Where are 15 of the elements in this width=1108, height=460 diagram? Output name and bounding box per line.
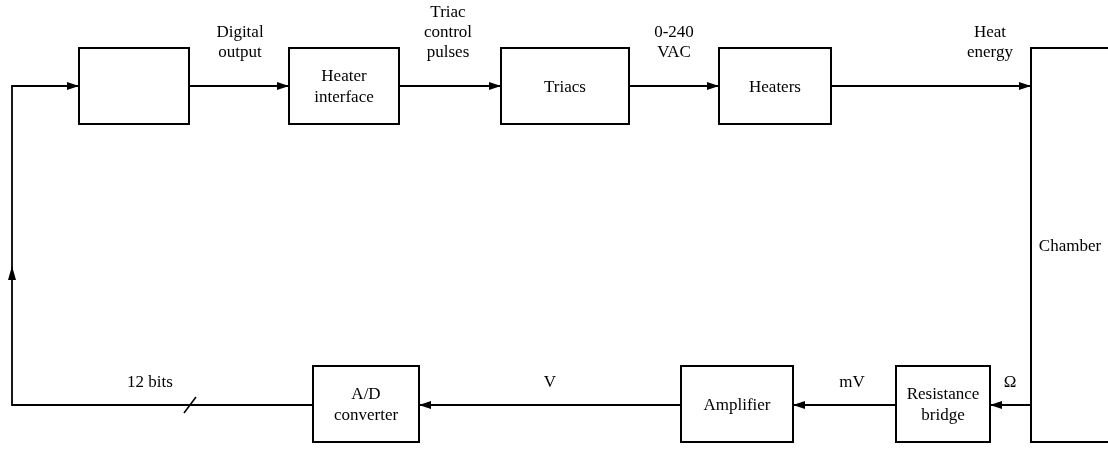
node-label: A/D converter <box>332 383 400 425</box>
node-label: Triacs <box>543 75 587 97</box>
node-label: Chamber <box>1037 234 1103 256</box>
process-box <box>680 365 794 443</box>
process-box <box>718 47 832 125</box>
node-label: Heater interface <box>313 65 375 107</box>
node-label: Amplifier <box>702 393 772 415</box>
process-box <box>288 47 400 125</box>
process-box <box>312 365 420 443</box>
chamber-outline <box>1030 47 1108 443</box>
empty-box <box>78 47 190 125</box>
node-label: Heaters <box>748 75 802 97</box>
process-box <box>895 365 991 443</box>
node-label: Resistance bridge <box>905 383 981 425</box>
process-box <box>500 47 630 125</box>
